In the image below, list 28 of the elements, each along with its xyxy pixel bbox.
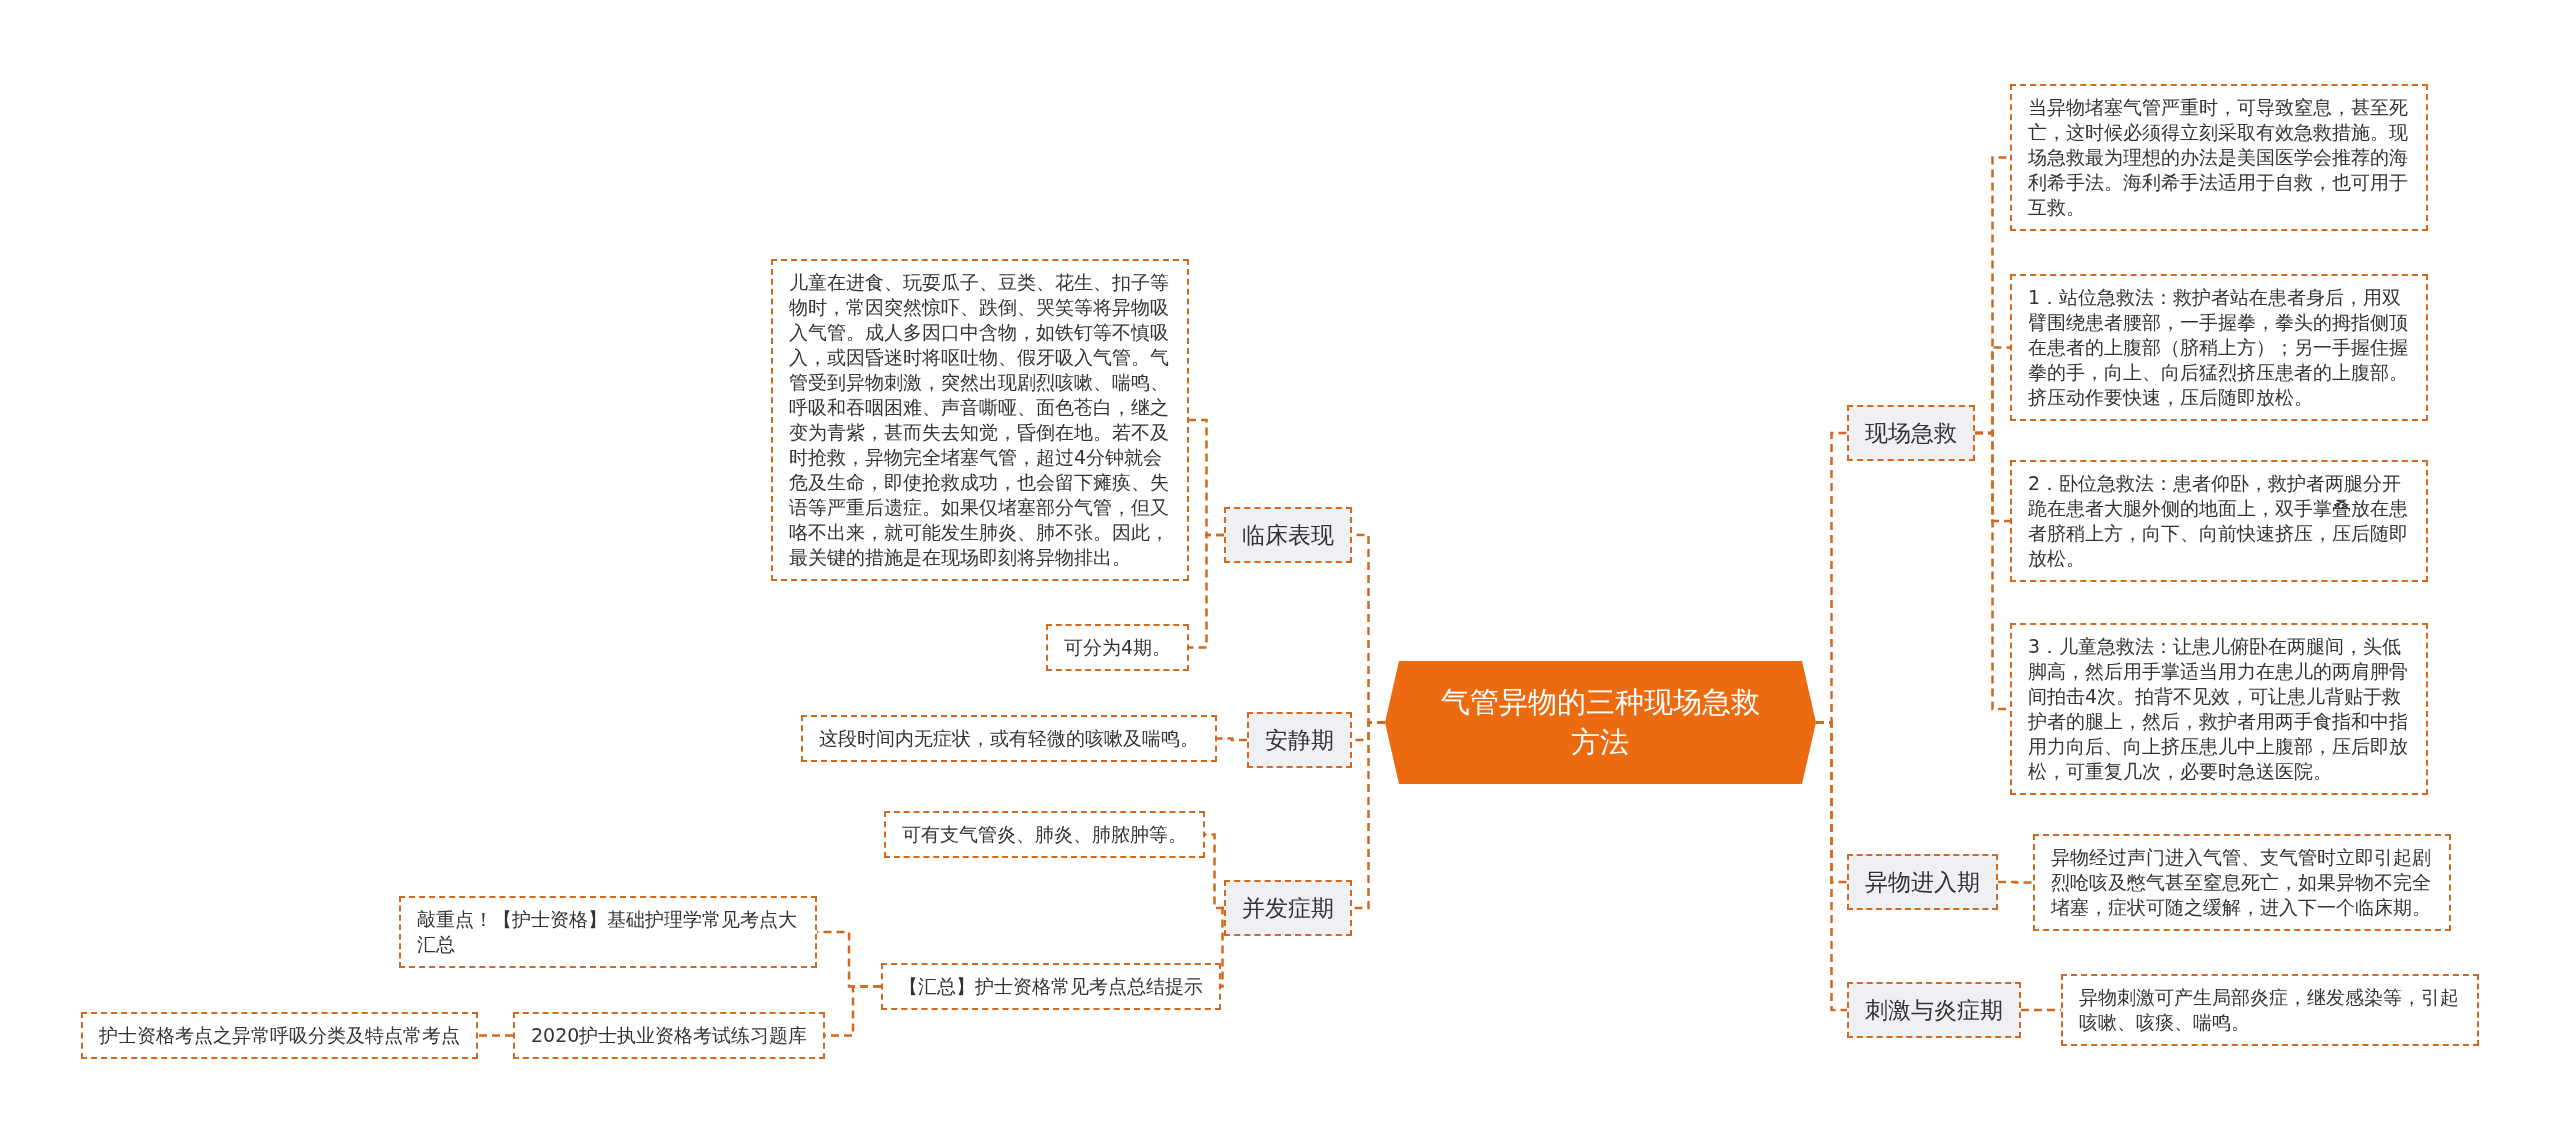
- connector-line: [1189, 533, 1224, 649]
- note-box: 异物经过声门进入气管、支气管时立即引起剧烈呛咳及憋气甚至窒息死亡，如果异物不完全堵塞，症状可随之缓解，进入下一个临床期。: [2033, 833, 2451, 931]
- note-box: 儿童在进食、玩耍瓜子、豆类、花生、扣子等物时，常因突然惊吓、跌倒、哭笑等将异物吸入气管。成人多因口中含物，如铁钉等不慎吸入，或因昏迷时将呕吐物、假牙吸入气管。气管受到异物刺激，突然出现剧烈咳嗽、喘鸣、呼吸和吞咽困难、声音嘶哑、面色苍白，继之变为青紫，甚而失去知觉，昏倒在地。若不及时抢救，异物完全堵塞气管，超过4分钟就会危及生命，即使抢救成功，也会留下瘫痪、失语等严重后遗症。如果仅堵塞部分气管，但又咯不出来，就可能发生肺炎、肺不张。因此，最关键的措施是在现场即刻将异物排出。: [771, 259, 1189, 581]
- note-box: 可有支气管炎、肺炎、肺脓肿等。: [884, 810, 1205, 858]
- note-box: 异物刺激可产生局部炎症，继发感染等，引起咳嗽、咳痰、喘鸣。: [2061, 974, 2479, 1046]
- connector-line: [1998, 880, 2033, 884]
- connector-line: [478, 1034, 513, 1037]
- note-box: 3．儿童急救法：让患儿俯卧在两腿间，头低脚高，然后用手掌适当用力在患儿的两肩胛骨间拍击4次。拍背不见效，可让患儿背贴于救护者的腿上，然后，救护者用两手食指和中指用力向后、向上挤压患儿中上腹部，压后即放松，可重复几次，必要时急送医院。: [2010, 623, 2428, 795]
- connector-line: [1217, 737, 1247, 742]
- topic-box: 现场急救: [1847, 405, 1975, 461]
- note-box: 护士资格考点之异常呼吸分类及特点常考点: [81, 1011, 478, 1059]
- connector-line: [1816, 721, 1847, 1012]
- topic-box: 临床表现: [1224, 507, 1352, 563]
- central-topic: 气管异物的三种现场急救方法: [1384, 660, 1816, 784]
- note-box: 敲重点！【护士资格】基础护理学常见考点大汇总: [399, 896, 817, 968]
- note-box: 可分为4期。: [1046, 623, 1190, 671]
- note-box: 1．站位急救法：救护者站在患者身后，用双臂围绕患者腰部，一手握拳，拳头的拇指侧顶在患者的上腹部（脐稍上方）；另一手握住握拳的手，向上、向后猛烈挤压患者的上腹部。挤压动作要快速，压后随即放松。: [2010, 273, 2428, 421]
- note-box: 当异物堵塞气管严重时，可导致窒息，甚至死亡，这时候必须得立刻采取有效急救措施。现场急救最为理想的办法是美国医学会推荐的海利希手法。海利希手法适用于自救，也可用于互救。: [2010, 83, 2428, 231]
- note-box: 2020护士执业资格考试练习题库: [513, 1011, 826, 1059]
- note-box: 【汇总】护士资格常见考点总结提示: [881, 962, 1221, 1010]
- topic-box: 并发症期: [1224, 880, 1352, 936]
- note-box: 这段时间内无症状，或有轻微的咳嗽及喘鸣。: [801, 714, 1217, 762]
- topic-box: 安静期: [1247, 712, 1352, 768]
- note-box: 2．卧位急救法：患者仰卧，救护者两腿分开跪在患者大腿外侧的地面上，双手掌叠放在患者脐稍上方，向下、向前快速挤压，压后随即放松。: [2010, 460, 2428, 582]
- topic-box: 刺激与炎症期: [1847, 982, 2021, 1038]
- connector-line: [1352, 721, 1385, 910]
- connector-line: [1220, 906, 1225, 988]
- topic-box: 异物进入期: [1847, 854, 1998, 910]
